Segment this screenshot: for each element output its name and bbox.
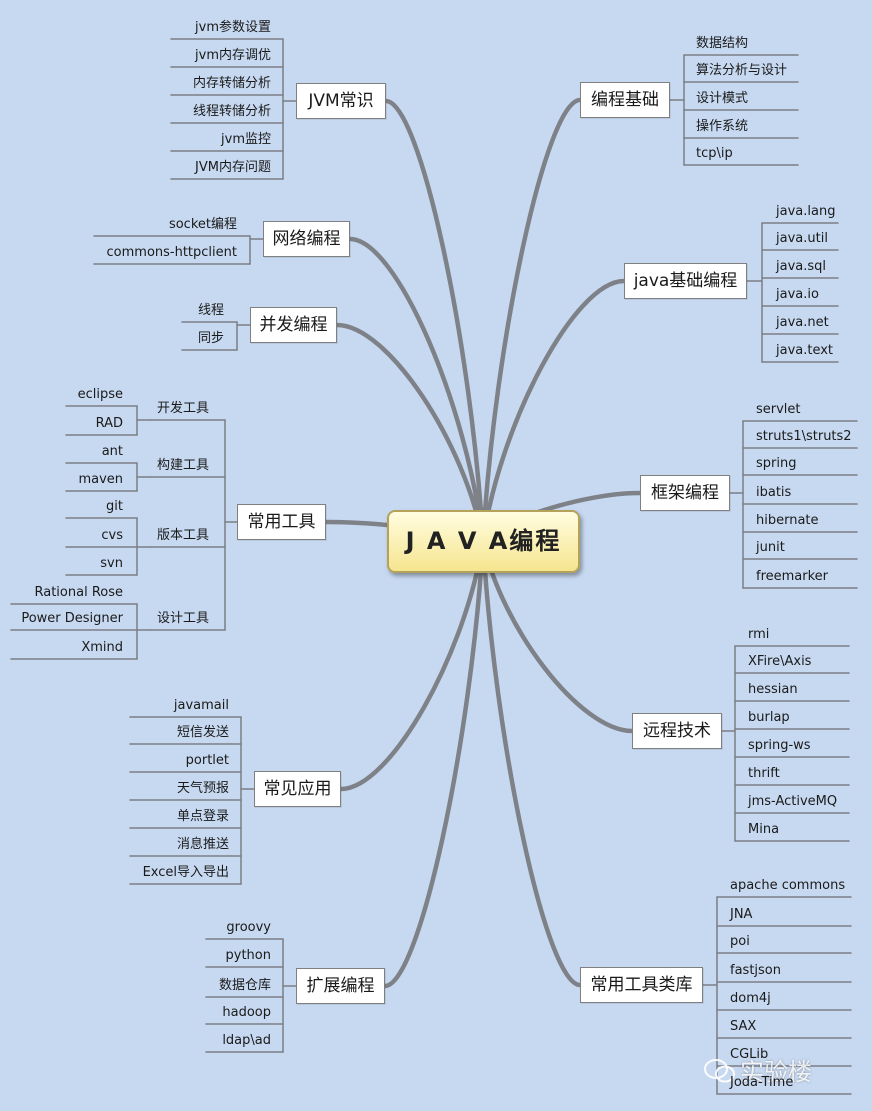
tool-leaf-0-1[interactable]: RAD (95, 416, 123, 431)
branch-connector-javabase (480, 278, 627, 544)
leaf-framework-6[interactable]: freemarker (756, 569, 829, 584)
center-topic[interactable]: J A V A编程 (387, 510, 580, 573)
leaf-apps-6[interactable]: Excel导入导出 (142, 865, 229, 880)
tool-leaf-3-1[interactable]: Power Designer (21, 611, 123, 626)
leaf-framework-1[interactable]: struts1\struts2 (756, 429, 852, 444)
branch-connector-conc (334, 322, 486, 544)
leaf-remote-4[interactable]: spring-ws (748, 738, 811, 753)
tool-group-1[interactable]: 构建工具 (157, 458, 210, 473)
leaf-jvm-2[interactable]: 内存转储分析 (192, 76, 271, 91)
leaf-jvm-0[interactable]: jvm参数设置 (195, 20, 271, 35)
leaf-ext-1[interactable]: python (225, 948, 271, 963)
leaf-framework-2[interactable]: spring (756, 456, 797, 471)
tool-leaf-2-1[interactable]: cvs (101, 528, 123, 543)
leaf-framework-5[interactable]: junit (756, 540, 785, 555)
branch-framework[interactable]: 框架编程 (640, 475, 730, 511)
leaf-javabase-3[interactable]: java.io (776, 287, 819, 302)
leaf-ext-0[interactable]: groovy (226, 920, 271, 935)
tool-leaf-0-0[interactable]: eclipse (77, 387, 123, 402)
leaf-framework-3[interactable]: ibatis (756, 485, 792, 500)
leaf-basic-4[interactable]: tcp\ip (696, 146, 733, 161)
watermark: 实验楼 (704, 1050, 864, 1090)
leaf-apps-3[interactable]: 天气预报 (176, 781, 229, 796)
tool-leaf-3-0[interactable]: Rational Rose (34, 585, 124, 600)
leaf-libs-1[interactable]: JNA (730, 907, 753, 922)
leaf-libs-4[interactable]: dom4j (730, 991, 771, 1006)
leaf-javabase-2[interactable]: java.sql (776, 259, 827, 274)
leaf-libs-0[interactable]: apache commons (730, 878, 846, 893)
leaf-basic-0[interactable]: 数据结构 (696, 36, 749, 51)
leaf-basic-3[interactable]: 操作系统 (696, 119, 749, 134)
leaf-javabase-5[interactable]: java.text (776, 343, 834, 358)
branch-connector-jvm (383, 98, 486, 544)
branch-connector-apps (338, 538, 486, 792)
leaf-framework-0[interactable]: servlet (756, 402, 801, 417)
leaf-javabase-0[interactable]: java.lang (776, 204, 836, 219)
branch-apps[interactable]: 常见应用 (254, 771, 341, 807)
leaf-apps-1[interactable]: 短信发送 (176, 725, 229, 740)
leaf-apps-5[interactable]: 消息推送 (176, 837, 229, 852)
leaf-remote-5[interactable]: thrift (748, 766, 780, 781)
tool-leaf-1-1[interactable]: maven (78, 472, 123, 487)
leaf-libs-7[interactable]: Joda-Time (730, 1075, 794, 1090)
branch-connector-net (347, 236, 486, 544)
leaf-apps-2[interactable]: portlet (185, 753, 229, 768)
tool-group-0[interactable]: 开发工具 (157, 401, 210, 416)
branch-conc[interactable]: 并发编程 (250, 307, 337, 343)
branch-tools[interactable]: 常用工具 (237, 504, 326, 540)
branch-connector-remote (480, 538, 635, 734)
leaf-jvm-1[interactable]: jvm内存调优 (195, 48, 271, 63)
tool-leaf-2-2[interactable]: svn (100, 556, 123, 571)
leaf-basic-2[interactable]: 设计模式 (696, 91, 749, 106)
leaf-remote-3[interactable]: burlap (748, 710, 790, 725)
leaf-framework-4[interactable]: hibernate (756, 513, 819, 528)
tool-leaf-3-2[interactable]: Xmind (81, 640, 123, 655)
leaf-remote-1[interactable]: XFire\Axis (748, 654, 812, 669)
branch-jvm[interactable]: JVM常识 (296, 83, 386, 119)
leaf-net-1[interactable]: commons-httpclient (106, 245, 237, 260)
leaf-javabase-4[interactable]: java.net (776, 315, 829, 330)
branch-remote[interactable]: 远程技术 (632, 713, 722, 749)
branch-libs[interactable]: 常用工具类库 (580, 967, 703, 1003)
leaf-remote-7[interactable]: Mina (748, 822, 780, 837)
leaf-net-0[interactable]: socket编程 (168, 217, 237, 232)
branch-ext[interactable]: 扩展编程 (296, 968, 385, 1004)
branch-connector-libs (480, 538, 583, 988)
leaf-apps-0[interactable]: javamail (173, 698, 229, 713)
leaf-jvm-3[interactable]: 线程转储分析 (192, 104, 271, 119)
leaf-libs-5[interactable]: SAX (730, 1019, 757, 1034)
leaf-ext-3[interactable]: hadoop (222, 1005, 271, 1020)
leaf-conc-0[interactable]: 线程 (197, 303, 224, 318)
wechat-icon (704, 1059, 735, 1083)
branch-connector-basic (480, 97, 583, 544)
branch-connector-ext (382, 538, 486, 989)
tool-leaf-2-0[interactable]: git (106, 499, 123, 514)
leaf-apps-4[interactable]: 单点登录 (176, 809, 229, 824)
tool-group-2[interactable]: 版本工具 (157, 528, 210, 543)
tool-group-3[interactable]: 设计工具 (157, 611, 210, 626)
leaf-libs-2[interactable]: poi (730, 934, 750, 949)
leaf-javabase-1[interactable]: java.util (776, 231, 828, 246)
branch-javabase[interactable]: java基础编程 (624, 263, 747, 299)
watermark-text: 实验楼 (740, 1058, 812, 1086)
leaf-remote-6[interactable]: jms-ActiveMQ (748, 794, 838, 809)
leaf-remote-2[interactable]: hessian (748, 682, 798, 697)
leaf-ext-4[interactable]: ldap\ad (222, 1033, 271, 1048)
leaf-libs-3[interactable]: fastjson (730, 963, 781, 978)
tool-leaf-1-0[interactable]: ant (101, 444, 123, 459)
branch-net[interactable]: 网络编程 (263, 221, 350, 257)
leaf-conc-1[interactable]: 同步 (197, 331, 224, 346)
leaf-basic-1[interactable]: 算法分析与设计 (696, 63, 788, 78)
leaf-libs-6[interactable]: CGLib (730, 1047, 769, 1062)
leaf-jvm-5[interactable]: JVM内存问题 (195, 160, 271, 175)
leaf-ext-2[interactable]: 数据仓库 (218, 978, 271, 993)
branch-basic[interactable]: 编程基础 (580, 82, 670, 118)
leaf-remote-0[interactable]: rmi (748, 627, 770, 642)
leaf-jvm-4[interactable]: jvm监控 (221, 132, 271, 147)
